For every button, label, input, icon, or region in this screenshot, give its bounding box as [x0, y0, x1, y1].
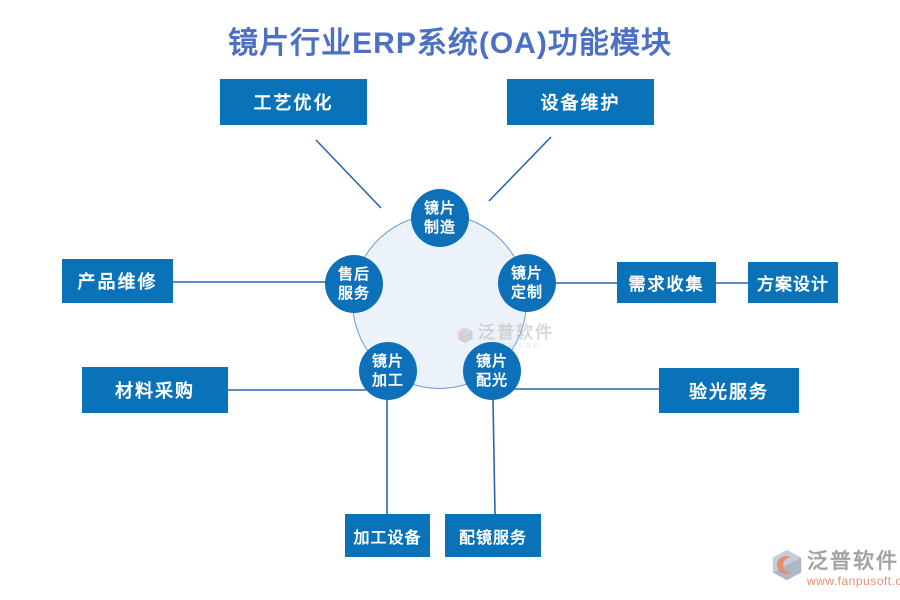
module-material-procurement: 材料采购: [82, 367, 228, 413]
node-label-line1: 镜片: [423, 200, 456, 217]
module-optometry-service: 验光服务: [659, 368, 799, 413]
module-process-optimization: 工艺优化: [220, 79, 367, 125]
line-glasses-fitting-service: [492, 399, 496, 515]
node-label-line1: 售后: [337, 266, 370, 283]
node-lens-dispensing: 镜片 配光: [463, 342, 521, 400]
module-equipment-maintenance: 设备维护: [507, 79, 654, 125]
node-lens-manufacturing: 镜片 制造: [411, 189, 469, 247]
node-label-line1: 镜片: [475, 353, 508, 370]
module-product-repair: 产品维修: [62, 259, 173, 303]
fanpu-logo-icon: [772, 549, 802, 581]
node-lens-processing: 镜片 加工: [359, 342, 417, 400]
node-label-line2: 定制: [510, 284, 543, 301]
footer-brand-name: 泛普软件: [807, 550, 899, 573]
line-equipment-maintenance: [488, 136, 552, 202]
page-title: 镜片行业ERP系统(OA)功能模块: [228, 27, 672, 60]
node-label-line2: 加工: [371, 372, 404, 389]
footer-website: www.fanpusoft.com: [807, 574, 900, 588]
watermark-text: 泛普软件: [478, 323, 554, 342]
module-processing-equipment: 加工设备: [345, 514, 430, 557]
node-lens-customization: 镜片 定制: [498, 254, 556, 312]
node-label-line1: 镜片: [371, 353, 404, 370]
node-label-line1: 镜片: [510, 265, 543, 282]
node-label-line2: 制造: [423, 219, 456, 236]
node-label-line2: 服务: [337, 285, 370, 302]
module-solution-design: 方案设计: [748, 262, 838, 303]
fanpu-logo-icon: [457, 327, 473, 343]
node-after-sales-service: 售后 服务: [325, 255, 383, 313]
node-label-line2: 配光: [475, 372, 508, 389]
module-glasses-fitting-service: 配镜服务: [445, 514, 541, 557]
footer-brand: 泛普软件 www.fanpusoft.com: [770, 548, 900, 587]
line-process-optimization: [315, 139, 382, 209]
module-demand-collection: 需求收集: [617, 262, 716, 303]
